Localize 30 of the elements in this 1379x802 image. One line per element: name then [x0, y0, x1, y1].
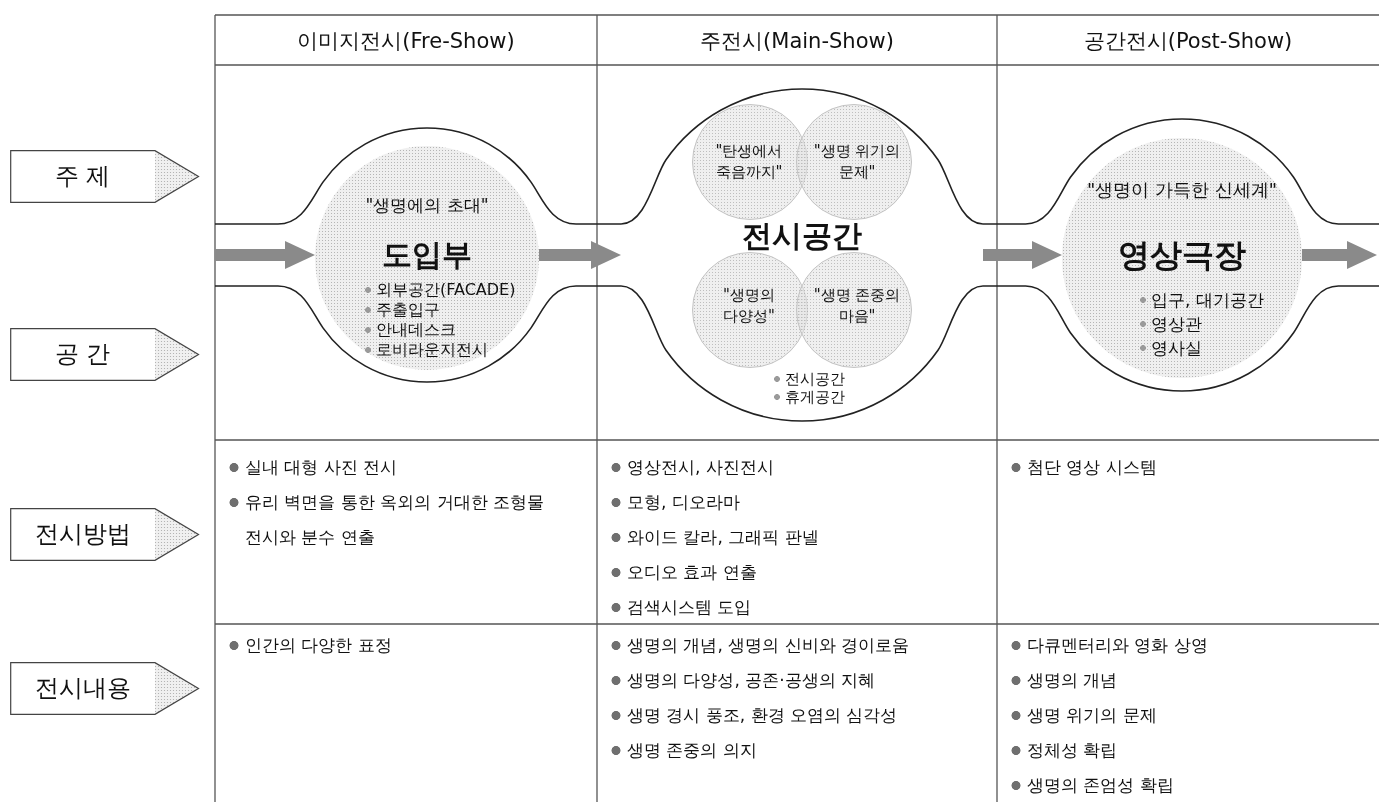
column-header: 공간전시(Post-Show)	[1082, 28, 1294, 55]
list-item: 전시공간	[774, 370, 845, 388]
list-item: 입구, 대기공간	[1140, 290, 1264, 310]
arrow	[1302, 241, 1377, 269]
row-label-arrow: 주 제	[10, 150, 200, 203]
row-label-arrow: 공 간	[10, 328, 200, 381]
column-header: 이미지전시(Fre-Show)	[296, 28, 516, 55]
theme-quote: "생명이 가득한 신세계"	[1087, 178, 1277, 201]
list-item: 로비라운지전시	[365, 340, 488, 360]
row-label-arrow: 전시방법	[10, 508, 200, 561]
arrow	[983, 241, 1062, 269]
list-item: 안내데스크	[365, 320, 456, 340]
arrow	[539, 241, 621, 269]
exhibit-bulge	[621, 88, 983, 423]
column-header: 주전시(Main-Show)	[699, 28, 895, 55]
theme-quote: "생명 위기의 문제"	[812, 141, 902, 183]
theme-quote: "생명 존중의 마음"	[812, 285, 902, 327]
list-item: 휴게공간	[774, 388, 845, 406]
venue-title: 영상극장	[1117, 235, 1247, 275]
list-item: 영사실	[1140, 338, 1202, 358]
theme-quote: "탄생에서 죽음까지"	[714, 141, 784, 183]
list-item: 외부공간(FACADE)	[365, 280, 516, 300]
venue-title: 전시공간	[741, 221, 863, 251]
theme-quote: "생명의 다양성"	[722, 285, 776, 327]
theme-quote: "생명에의 초대"	[364, 194, 490, 217]
row-label-arrow: 전시내용	[10, 662, 200, 715]
list-item: 영상관	[1140, 314, 1202, 334]
arrow	[215, 241, 315, 269]
list-item: 주출입구	[365, 300, 440, 320]
venue-title: 도입부	[381, 236, 473, 274]
